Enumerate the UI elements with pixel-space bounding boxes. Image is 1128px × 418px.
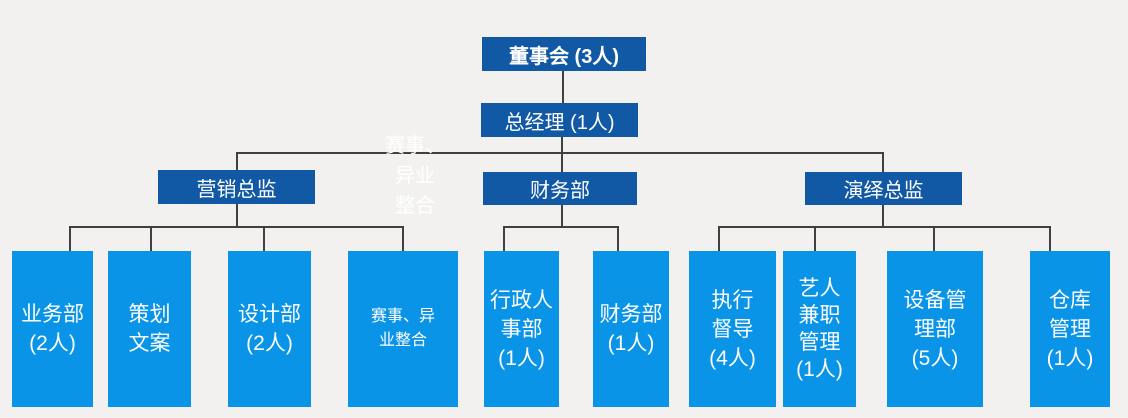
connector-line — [236, 204, 238, 227]
connector-line — [562, 71, 564, 103]
org-node-performance-director: 演绎总监 — [805, 172, 962, 205]
org-node-execution-supervision: 执行 督导 (4人) — [689, 251, 776, 407]
connector-line — [263, 226, 265, 253]
connector-line — [402, 226, 404, 253]
org-node-board: 董事会 (3人) — [482, 37, 646, 71]
connector-line — [617, 226, 619, 251]
connector-line — [882, 152, 884, 172]
org-node-equipment-mgmt-dept: 设备管 理部 (5人) — [887, 251, 983, 407]
org-node-finance-dept-leaf: 财务部 (1人) — [593, 251, 669, 407]
org-node-artist-parttime-mgmt: 艺人 兼职 管理 (1人) — [783, 251, 856, 407]
connector-line — [236, 152, 882, 154]
connector-line — [69, 226, 403, 228]
connector-line — [1049, 226, 1051, 251]
connector-line — [718, 226, 1050, 228]
connector-line — [503, 226, 505, 251]
org-node-warehouse-mgmt: 仓库 管理 (1人) — [1030, 251, 1110, 407]
org-node-events-integration: 赛事、异 业整合 — [348, 251, 458, 407]
connector-line — [503, 226, 618, 228]
connector-line — [561, 205, 563, 227]
org-node-admin-hr-dept: 行政人 事部 (1人) — [484, 251, 559, 407]
connector-line — [150, 226, 152, 253]
org-node-marketing-director: 营销总监 — [158, 170, 315, 204]
connector-line — [561, 137, 563, 172]
org-node-design-dept: 设计部 (2人) — [228, 251, 311, 407]
floating-text-events-integration: 赛事、 异业 整合 — [385, 135, 445, 217]
connector-line — [933, 226, 935, 251]
connector-line — [718, 226, 720, 251]
connector-line — [69, 226, 71, 253]
org-node-finance-dept: 财务部 — [483, 172, 637, 205]
connector-line — [236, 152, 238, 170]
org-node-planning-copywriting: 策划 文案 — [108, 251, 191, 407]
connector-line — [814, 226, 816, 251]
org-node-business-dept: 业务部 (2人) — [12, 251, 93, 407]
org-node-general-manager: 总经理 (1人) — [481, 103, 638, 137]
connector-line — [882, 205, 884, 227]
